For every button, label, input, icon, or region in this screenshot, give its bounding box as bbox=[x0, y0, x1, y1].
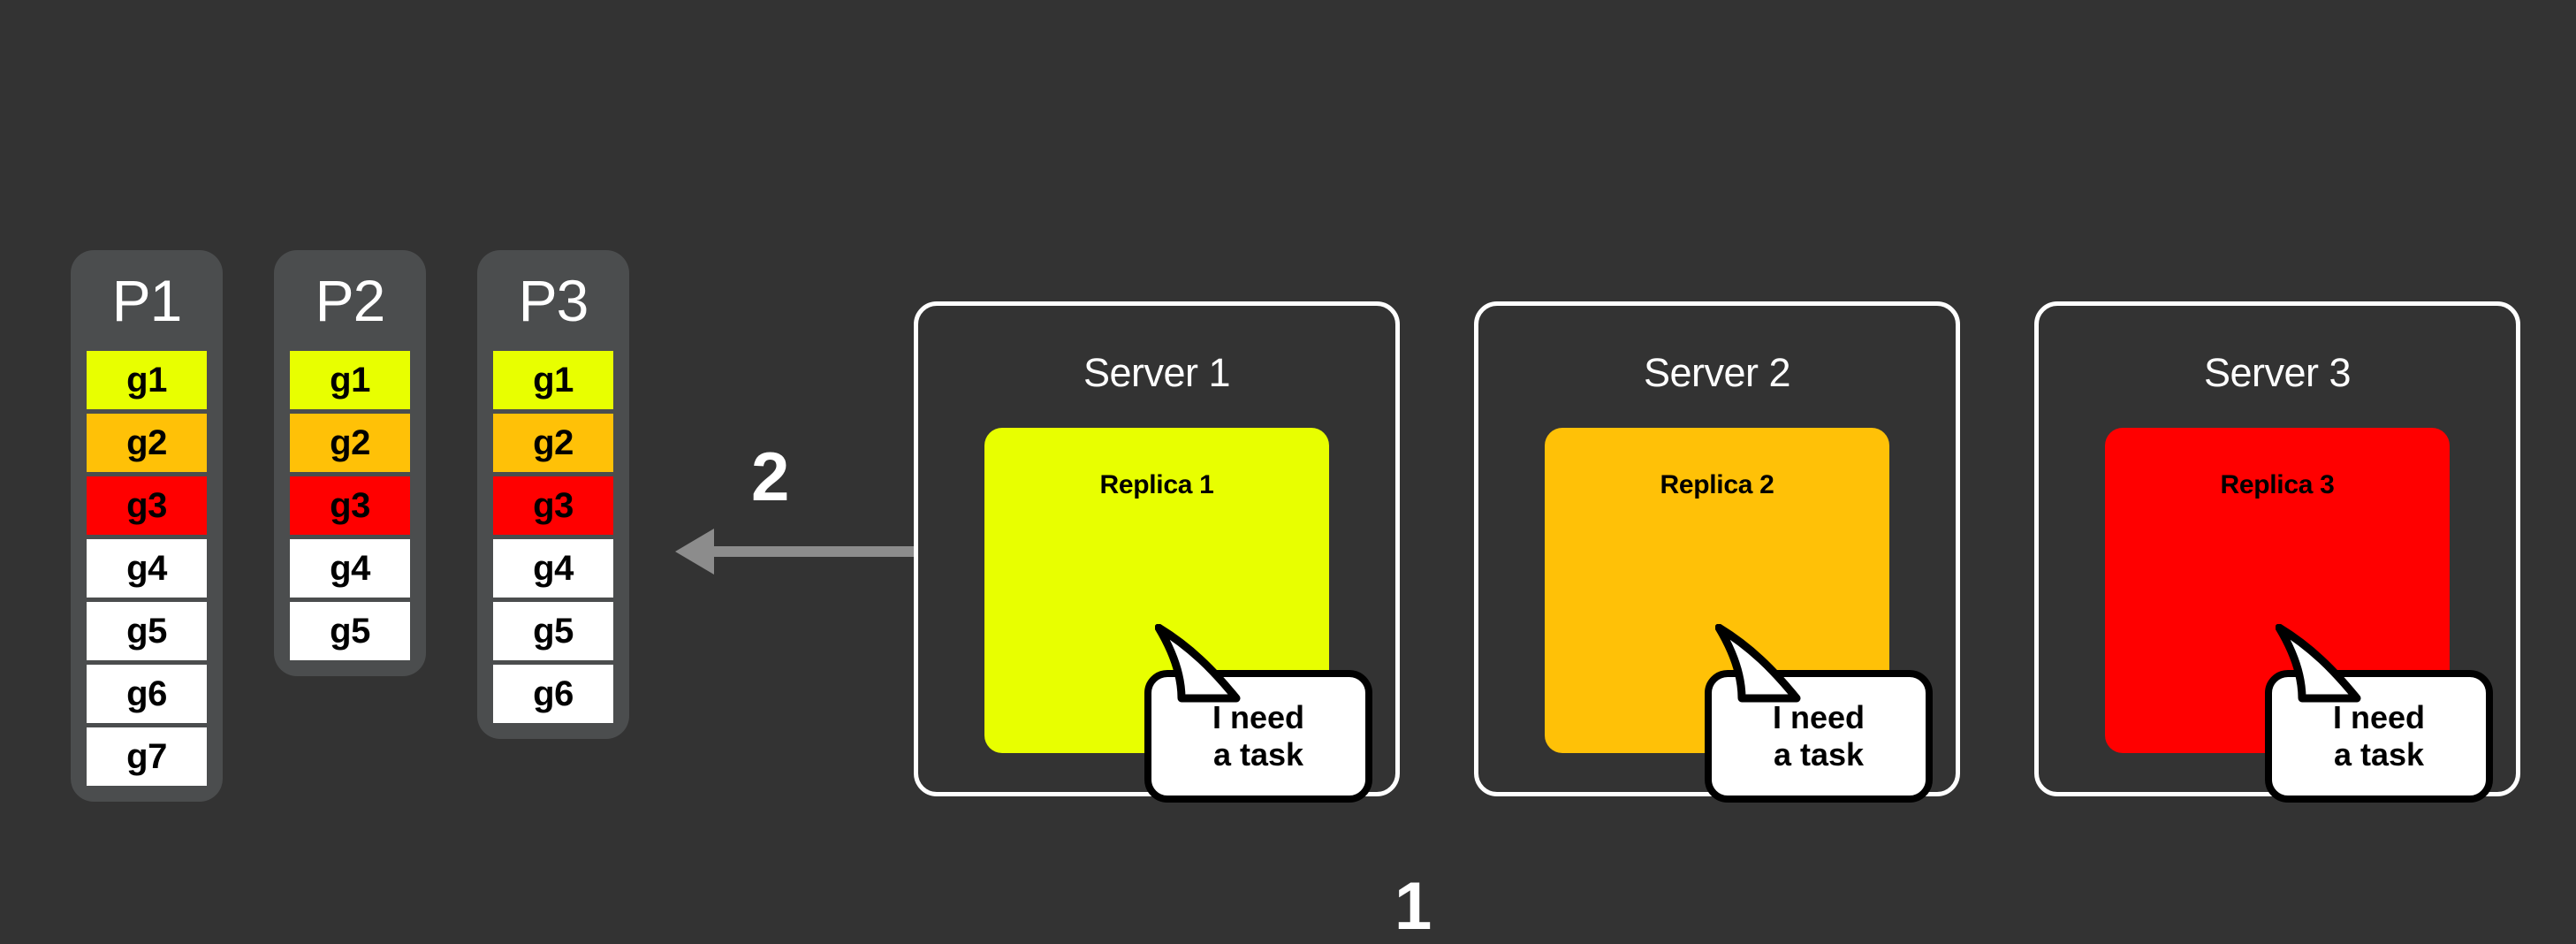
partition-slot[interactable]: g4 bbox=[290, 539, 410, 598]
partition-title: P3 bbox=[518, 268, 589, 333]
partition-title: P1 bbox=[111, 268, 183, 333]
replica-label: Replica 1 bbox=[1099, 470, 1214, 499]
partition-slot[interactable]: g6 bbox=[493, 665, 613, 723]
arrow-shaft-icon bbox=[707, 546, 917, 557]
partition-slot[interactable]: g3 bbox=[493, 476, 613, 535]
partition-slot[interactable]: g5 bbox=[290, 602, 410, 660]
speech-bubble-tail-icon bbox=[1155, 624, 1241, 703]
partition-slot[interactable]: g3 bbox=[87, 476, 207, 535]
speech-bubble-line-1: I need bbox=[1212, 698, 1305, 735]
partition-slot[interactable]: g1 bbox=[290, 351, 410, 409]
server-title: Server 1 bbox=[1083, 350, 1231, 395]
partition-slot[interactable]: g7 bbox=[87, 727, 207, 786]
step-2-label: 2 bbox=[751, 438, 790, 515]
partition-slot[interactable]: g4 bbox=[87, 539, 207, 598]
partition-slot[interactable]: g6 bbox=[87, 665, 207, 723]
partition-slot[interactable]: g3 bbox=[290, 476, 410, 535]
speech-bubble-tail-icon bbox=[1715, 624, 1801, 703]
partition-slot[interactable]: g1 bbox=[493, 351, 613, 409]
partition-slot[interactable]: g2 bbox=[493, 414, 613, 472]
partition-slot[interactable]: g4 bbox=[493, 539, 613, 598]
partition-slot[interactable]: g5 bbox=[493, 602, 613, 660]
flow-arrow-step-2: 2 bbox=[665, 438, 917, 583]
speech-bubble-tail-icon bbox=[2276, 624, 2361, 703]
partition-title: P2 bbox=[315, 268, 386, 333]
arrow-head-left-icon bbox=[675, 529, 714, 575]
server-title: Server 3 bbox=[2203, 350, 2352, 395]
replica-label: Replica 2 bbox=[1660, 470, 1774, 499]
replica-label: Replica 3 bbox=[2220, 470, 2335, 499]
speech-bubble-line-1: I need bbox=[2332, 698, 2426, 735]
partition-slot[interactable]: g5 bbox=[87, 602, 207, 660]
partition-slot[interactable]: g2 bbox=[87, 414, 207, 472]
speech-bubble-line-1: I need bbox=[1772, 698, 1866, 735]
partition-slot[interactable]: g1 bbox=[87, 351, 207, 409]
speech-bubble-line-2: a task bbox=[1773, 736, 1865, 773]
speech-bubble-line-2: a task bbox=[2333, 736, 2425, 773]
partition-slot[interactable]: g2 bbox=[290, 414, 410, 472]
speech-bubble-line-2: a task bbox=[1212, 736, 1304, 773]
server-title: Server 2 bbox=[1643, 350, 1791, 395]
step-1-label: 1 bbox=[1394, 869, 1432, 944]
